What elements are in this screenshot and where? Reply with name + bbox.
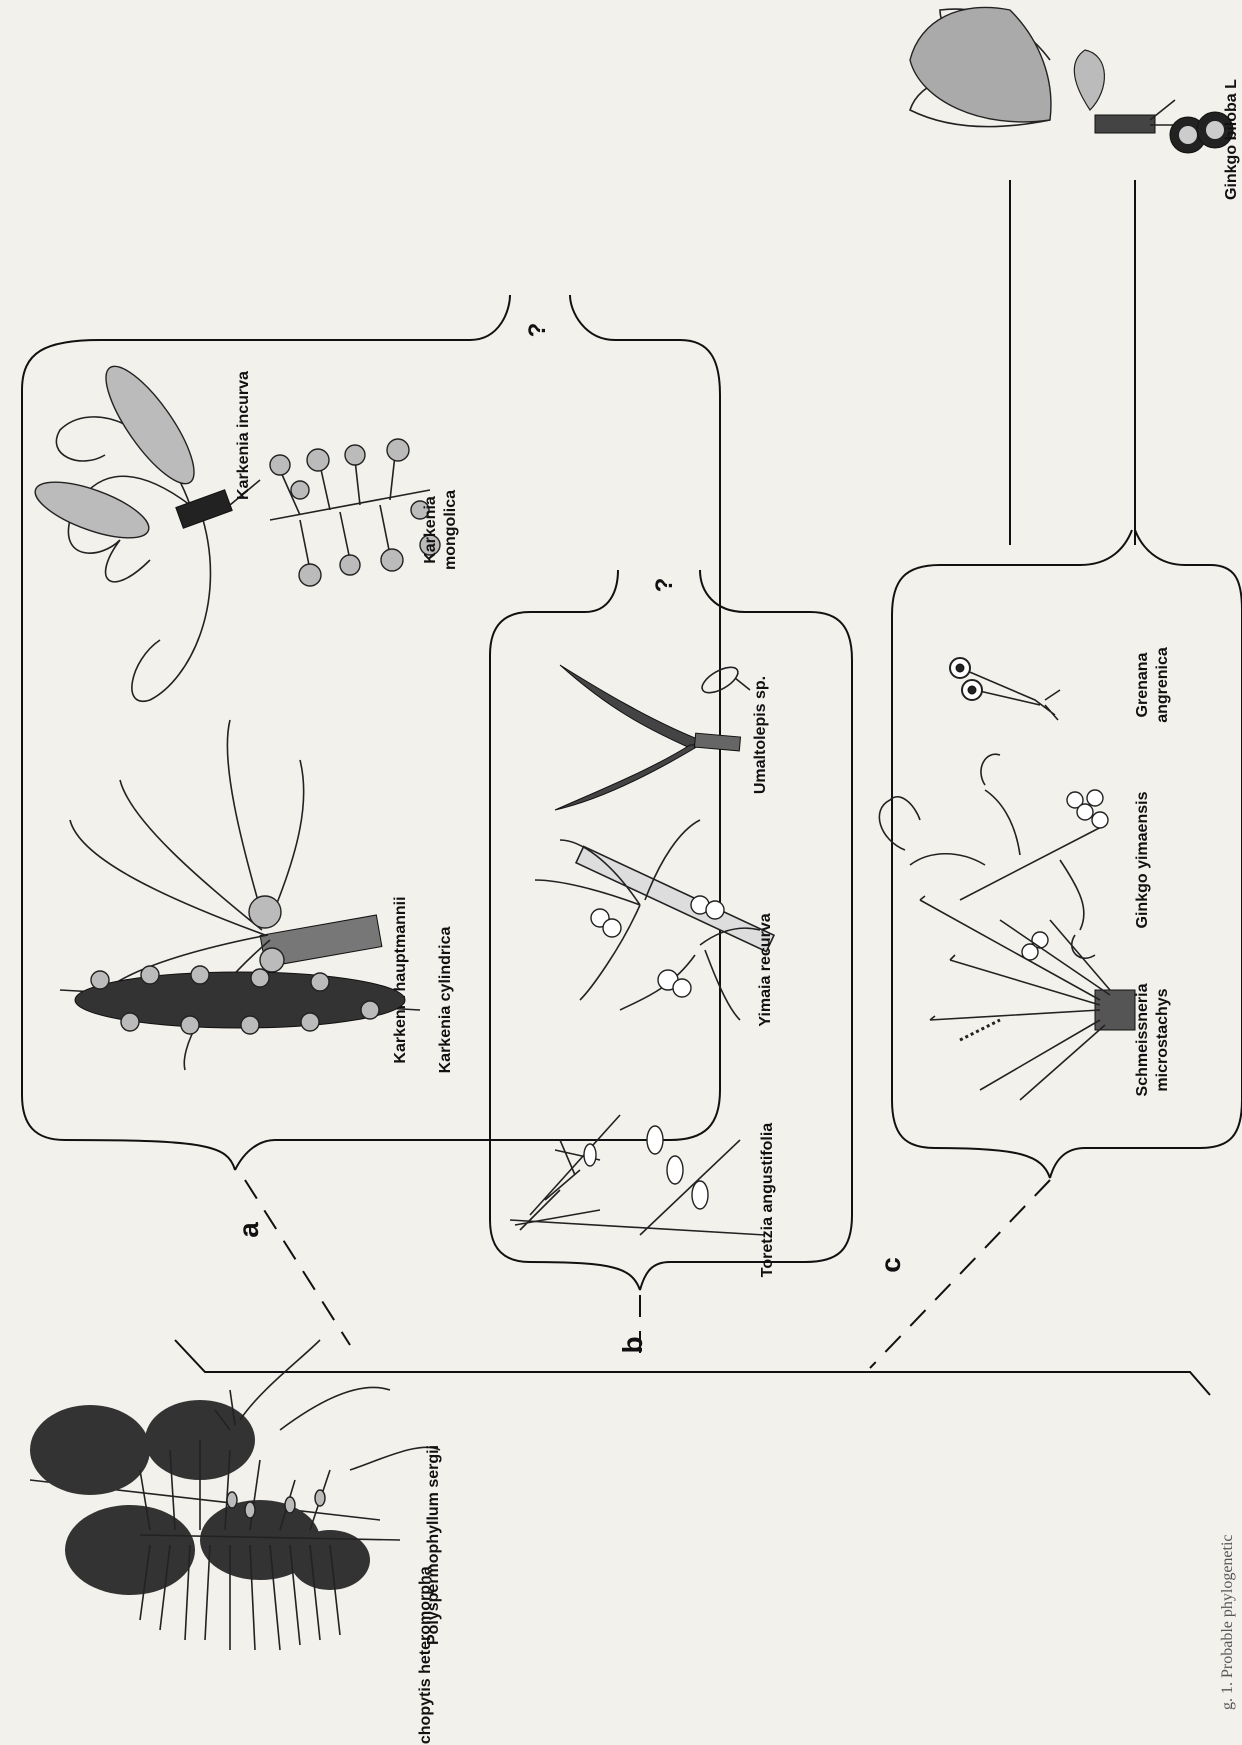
toretzia-label: Toretzia angustifolia [759, 1123, 776, 1277]
karkenia-incurva-drawing [29, 355, 260, 701]
karkenia-cylindrica-drawing [60, 966, 420, 1034]
ginkgo-yimaensis-drawing [879, 754, 1108, 960]
caption-fragment: g. 1. Probable phylogenetic [1219, 1534, 1236, 1710]
polyspermophyllum-drawing [30, 1340, 440, 1595]
trichopytis-label: Trichopytis heteromorpha [417, 1566, 434, 1745]
schmeissneria-label-1: Schmeissneria [1134, 983, 1151, 1096]
yimaia-recurva-drawing [535, 820, 774, 1020]
karkenia-mongolica-label-1: Karkenia [422, 496, 439, 564]
group-b-letter: b [617, 1336, 648, 1353]
umaltolepis-label: Umaltolepis sp. [752, 676, 769, 794]
karkenia-cylindrica-label: Karkenia cylindrica [437, 927, 454, 1074]
ginkgo-biloba-label: Ginkgo biloba L [1223, 79, 1240, 200]
yimaia-recurva-label: Yimaia recurva [757, 913, 774, 1026]
karkenia-incurva-label: Karkenia incurva [235, 371, 252, 500]
group-a-letter: a [233, 1222, 264, 1238]
schmeissneria-drawing [920, 896, 1135, 1100]
schmeissneria-label-2: microstachys [1154, 988, 1171, 1091]
ginkgo-biloba-drawing [910, 7, 1233, 153]
karkenia-mongolica-label-2: mongolica [442, 490, 459, 570]
ginkgo-yimaensis-label: Ginkgo yimaensis [1134, 791, 1151, 928]
group-a-question: ? [524, 323, 551, 338]
branch-c-dashed [870, 1180, 1050, 1368]
grenana-label-1: Grenana [1134, 652, 1151, 717]
karkenia-hauptmannii-label: Karkenia hauptmannii [392, 896, 409, 1063]
branch-a-dashed [245, 1180, 350, 1345]
grenana-drawing [950, 658, 1060, 720]
group-c-letter: c [875, 1257, 906, 1273]
grenana-label-2: angrenica [1154, 647, 1171, 723]
base-stem-line [175, 1340, 1210, 1395]
karkenia-mongolica-drawing [270, 439, 440, 586]
toretzia-drawing [510, 1115, 765, 1235]
group-b-question: ? [651, 578, 678, 593]
